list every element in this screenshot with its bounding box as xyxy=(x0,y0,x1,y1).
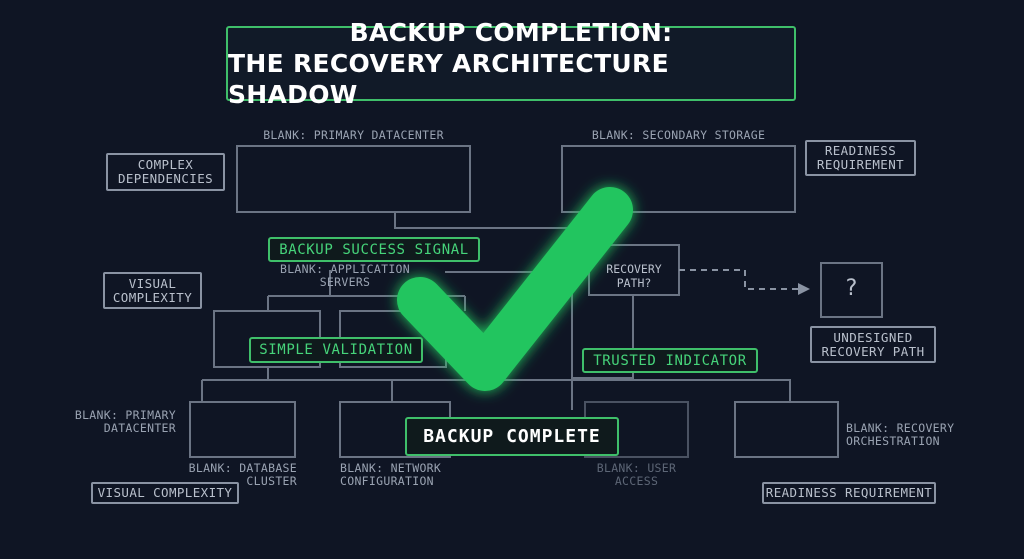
tag-readiness-requirement-bottom: READINESS REQUIREMENT xyxy=(762,482,936,504)
title-box: BACKUP COMPLETION: THE RECOVERY ARCHITEC… xyxy=(226,18,796,109)
label-user-access: BLANK: USER ACCESS xyxy=(596,461,677,488)
primary-datacenter-box xyxy=(236,145,471,213)
label-recovery-orchestration: BLANK: RECOVERY ORCHESTRATION xyxy=(846,421,955,448)
label-primary-datacenter-top: BLANK: PRIMARY DATACENTER xyxy=(263,128,444,142)
tag-backup-complete: BACKUP COMPLETE xyxy=(405,417,619,456)
tag-simple-validation: SIMPLE VALIDATION xyxy=(249,337,423,363)
label-database-cluster: BLANK: DATABASE CLUSTER xyxy=(188,461,297,488)
title-line-2: THE RECOVERY ARCHITECTURE SHADOW xyxy=(228,49,669,109)
tag-visual-complexity-bottom: VISUAL COMPLEXITY xyxy=(91,482,239,504)
question-mark-text: ? xyxy=(845,276,858,301)
tag-readiness-requirement-top: READINESS REQUIREMENT xyxy=(805,140,916,176)
secondary-storage-box xyxy=(561,145,796,213)
database-cluster-box xyxy=(189,401,296,458)
label-secondary-storage: BLANK: SECONDARY STORAGE xyxy=(591,128,766,142)
tag-trusted-indicator: TRUSTED INDICATOR xyxy=(582,348,758,373)
label-primary-datacenter-left: BLANK: PRIMARY DATACENTER xyxy=(74,408,176,435)
tag-backup-success-signal: BACKUP SUCCESS SIGNAL xyxy=(268,237,480,262)
tag-complex-dependencies: COMPLEX DEPENDENCIES xyxy=(106,153,225,191)
recovery-orchestration-box xyxy=(734,401,839,458)
label-network-configuration: BLANK: NETWORK CONFIGURATION xyxy=(340,461,442,488)
title-line-1: BACKUP COMPLETION: xyxy=(349,18,673,47)
arrow-head-icon xyxy=(798,283,810,295)
label-application-servers: BLANK: APPLICATION SERVERS xyxy=(279,262,411,289)
question-box xyxy=(820,262,883,318)
tag-undesigned-recovery-path: UNDESIGNED RECOVERY PATH xyxy=(810,326,936,363)
tag-visual-complexity-mid: VISUAL COMPLEXITY xyxy=(103,272,202,309)
checkmark-icon xyxy=(397,187,633,391)
recovery-path-text: RECOVERY PATH? xyxy=(606,262,662,290)
